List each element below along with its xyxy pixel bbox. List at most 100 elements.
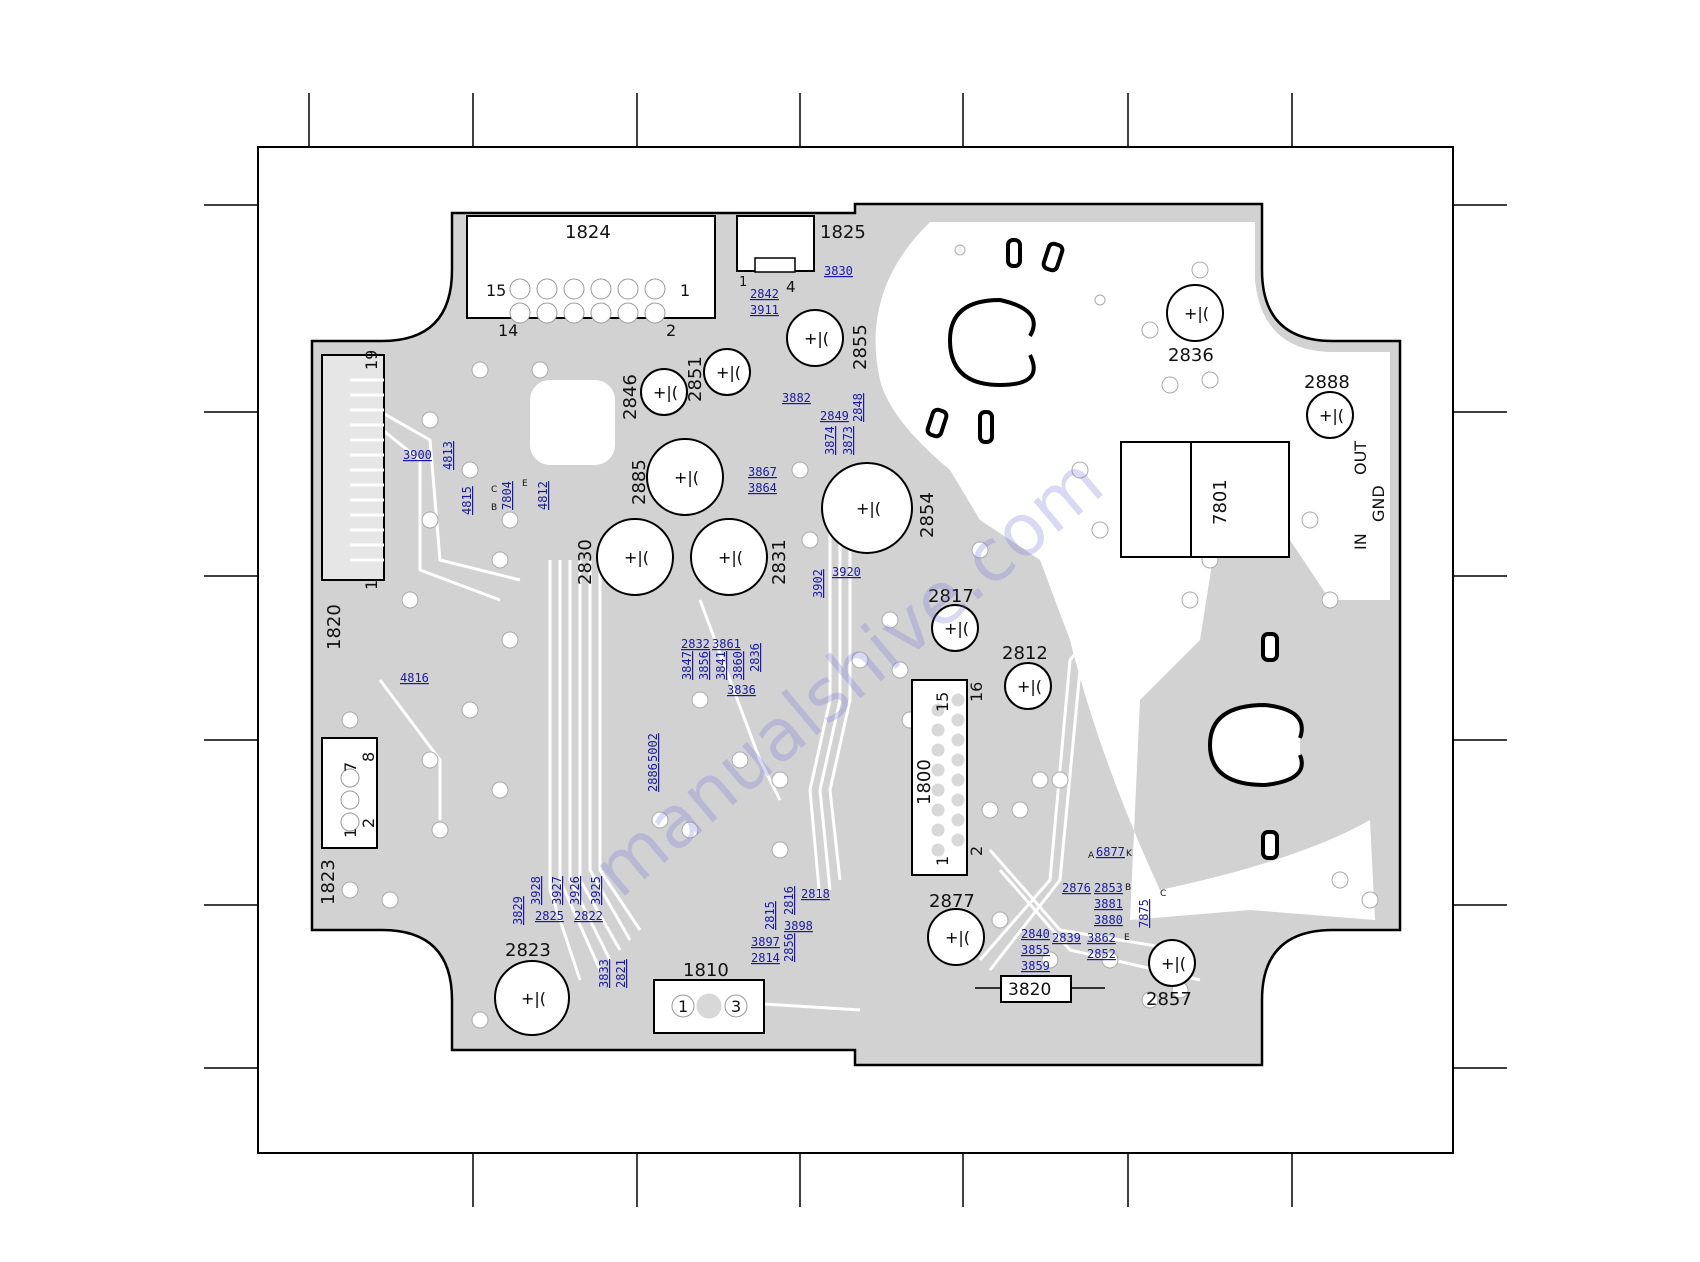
smd-2839: 2839 bbox=[1052, 931, 1081, 945]
smd-3897: 3897 bbox=[751, 935, 780, 949]
mounting-slots bbox=[925, 238, 1279, 860]
capacitor-2857: +|( bbox=[1148, 939, 1196, 987]
smd-3829: 3829 bbox=[511, 896, 525, 925]
ic-7801-gnd-label: GND bbox=[1369, 485, 1388, 522]
smd-7875: 7875 bbox=[1137, 899, 1151, 928]
capacitor-2812: +|( bbox=[1004, 662, 1052, 710]
capacitor-2823-label: 2823 bbox=[505, 940, 551, 961]
pin-letter-k: K bbox=[1126, 849, 1133, 859]
svg-text:+|(: +|( bbox=[521, 989, 546, 1008]
smd-3902: 3902 bbox=[811, 569, 825, 598]
smd-labels: 3830 2842 3911 3882 2849 2848 3874 3873 … bbox=[400, 264, 1151, 988]
svg-text:+|(: +|( bbox=[944, 619, 969, 638]
smd-2816: 2816 bbox=[782, 886, 796, 915]
connector-1810: 1 3 1810 bbox=[653, 960, 765, 1034]
capacitor-2877-label: 2877 bbox=[929, 891, 975, 912]
smd-4813: 4813 bbox=[441, 441, 455, 470]
smd-2818: 2818 bbox=[801, 887, 830, 901]
svg-text:+|(: +|( bbox=[1319, 406, 1344, 425]
smd-3880: 3880 bbox=[1094, 913, 1123, 927]
pin-letter-e: E bbox=[1124, 933, 1130, 943]
smd-3860: 3860 bbox=[731, 651, 745, 680]
connector-1800-pin-15: 15 bbox=[933, 692, 952, 712]
smd-3911: 3911 bbox=[750, 303, 779, 317]
pin-letter-c: C bbox=[1160, 889, 1166, 899]
ic-7801: 7801 IN GND OUT bbox=[1120, 441, 1388, 558]
smd-3864: 3864 bbox=[748, 481, 777, 495]
capacitors: +|( +|( +|( +|( +|( +|( +|( +|( +|( +|( … bbox=[494, 284, 1354, 1036]
connector-1824-pin-14: 14 bbox=[498, 321, 518, 340]
connector-1800: 15 16 1800 1 2 bbox=[911, 679, 986, 876]
smd-3861: 3861 bbox=[712, 637, 741, 651]
capacitor-2812-label: 2812 bbox=[1002, 643, 1048, 664]
connector-1820-pin-1: 1 bbox=[362, 580, 381, 590]
connector-1800-pin-2: 2 bbox=[967, 846, 986, 856]
svg-text:+|(: +|( bbox=[674, 468, 699, 487]
smd-5002: 5002 bbox=[646, 733, 660, 762]
smd-3841: 3841 bbox=[714, 651, 728, 680]
pin-letters: A K B C E E B C bbox=[491, 479, 1166, 943]
connector-1825: 1825 1 4 bbox=[736, 215, 866, 296]
connector-1810-pin-1: 1 bbox=[678, 997, 688, 1016]
smd-2876: 2876 bbox=[1062, 881, 1091, 895]
smd-3920: 3920 bbox=[832, 565, 861, 579]
smd-6877: 6877 bbox=[1096, 845, 1125, 859]
capacitor-2831: +|( bbox=[690, 518, 768, 596]
connector-1824-label: 1824 bbox=[565, 222, 611, 243]
connector-1823: 7 8 1 2 1823 bbox=[318, 737, 378, 905]
smd-3867: 3867 bbox=[748, 465, 777, 479]
connector-1823-pin-7: 7 bbox=[341, 762, 360, 772]
smd-3847: 3847 bbox=[680, 651, 694, 680]
smd-3874: 3874 bbox=[823, 426, 837, 455]
heatsink-area bbox=[530, 380, 615, 465]
pin-letter-b: B bbox=[1125, 883, 1131, 893]
capacitor-2855-label: 2855 bbox=[850, 324, 871, 370]
smd-3881: 3881 bbox=[1094, 897, 1123, 911]
smd-2886: 2886 bbox=[646, 763, 660, 792]
smd-2852: 2852 bbox=[1087, 947, 1116, 961]
ic-7801-in-label: IN bbox=[1351, 533, 1370, 550]
smd-3927: 3927 bbox=[550, 876, 564, 905]
smd-3873: 3873 bbox=[841, 426, 855, 455]
connector-1825-pin-1: 1 bbox=[739, 275, 747, 290]
connector-1800-pin-1: 1 bbox=[933, 856, 952, 866]
pin-letter-e-7804: E bbox=[522, 479, 528, 489]
smd-3836: 3836 bbox=[727, 683, 756, 697]
capacitor-2831-label: 2831 bbox=[769, 539, 790, 585]
mounting-clips bbox=[947, 297, 1304, 788]
smd-2848: 2848 bbox=[851, 393, 865, 422]
connector-1820-pin-19: 19 bbox=[362, 350, 381, 370]
connector-1825-label: 1825 bbox=[820, 222, 866, 243]
svg-text:+|(: +|( bbox=[1184, 304, 1209, 323]
svg-text:+|(: +|( bbox=[716, 363, 741, 382]
copper-traces bbox=[359, 388, 1342, 1012]
smd-3898: 3898 bbox=[784, 919, 813, 933]
smd-2814: 2814 bbox=[751, 951, 780, 965]
smd-2825: 2825 bbox=[535, 909, 564, 923]
smd-3859: 3859 bbox=[1021, 959, 1050, 973]
smd-4812: 4812 bbox=[536, 481, 550, 510]
capacitor-2830: +|( bbox=[596, 518, 674, 596]
capacitor-2846: +|( bbox=[640, 368, 688, 416]
svg-text:+|(: +|( bbox=[653, 383, 678, 402]
svg-text:+|(: +|( bbox=[804, 329, 829, 348]
capacitor-2817: +|( bbox=[931, 604, 979, 652]
connector-1823-label: 1823 bbox=[318, 859, 339, 905]
smd-4815: 4815 bbox=[460, 486, 474, 515]
smd-4816: 4816 bbox=[400, 671, 429, 685]
svg-text:+|(: +|( bbox=[1017, 677, 1042, 696]
smd-2856: 2856 bbox=[782, 933, 796, 962]
resistor-3820: 3820 bbox=[975, 975, 1105, 1003]
connector-1824-pin-2: 2 bbox=[666, 321, 676, 340]
capacitor-2877: +|( bbox=[927, 908, 985, 966]
smd-3926: 3926 bbox=[568, 876, 582, 905]
svg-text:+|(: +|( bbox=[624, 548, 649, 567]
smd-3882: 3882 bbox=[782, 391, 811, 405]
smd-3862: 3862 bbox=[1087, 931, 1116, 945]
smd-2842: 2842 bbox=[750, 287, 779, 301]
capacitor-2823: +|( bbox=[494, 960, 570, 1036]
pin-letter-a: A bbox=[1088, 851, 1095, 861]
capacitor-labels: 2836 2888 2855 2851 2846 2885 2854 2830 … bbox=[505, 324, 1350, 1010]
capacitor-2817-label: 2817 bbox=[928, 586, 974, 607]
